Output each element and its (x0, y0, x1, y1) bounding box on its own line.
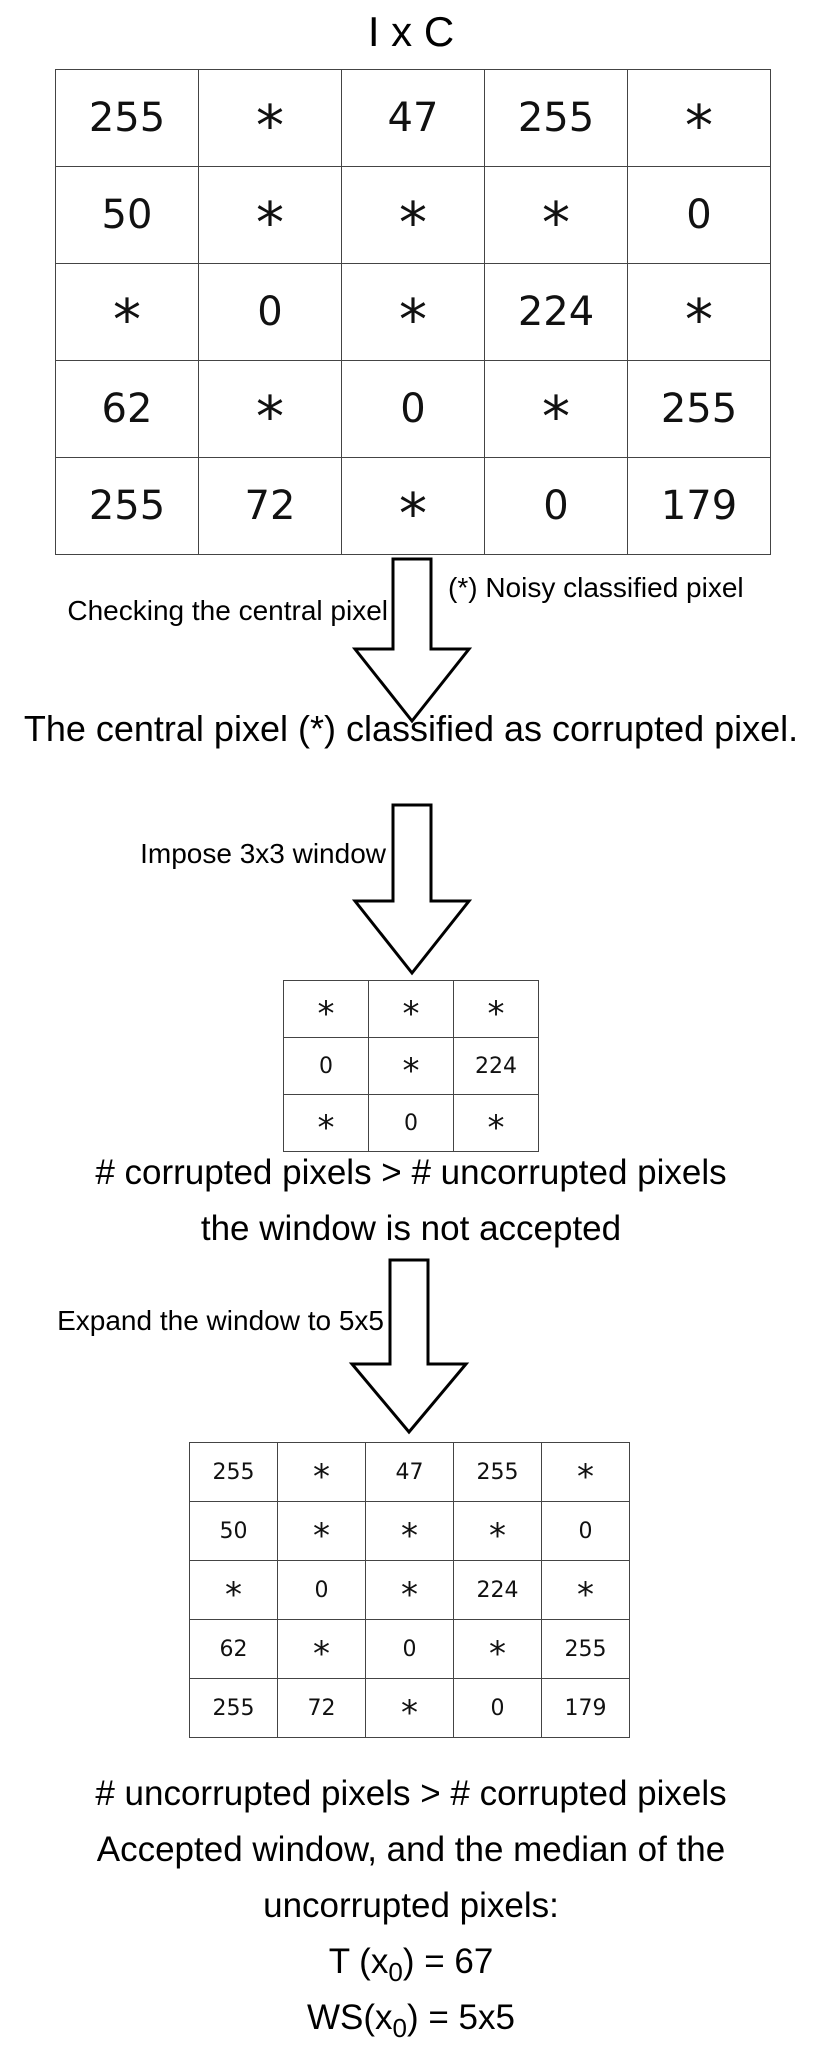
pixel-cell-noisy: * (484, 360, 628, 458)
window-cell: 255 (189, 1442, 278, 1502)
pixel-cell: 47 (341, 69, 485, 167)
matrix-row: *0*224* (189, 1560, 630, 1620)
pixel-cell: 0 (484, 457, 628, 555)
pixel-cell-noisy: * (198, 360, 342, 458)
comparison-not-accepted: # corrupted pixels > # uncorrupted pixel… (95, 1153, 727, 1192)
window-cell-noisy: * (283, 1094, 369, 1152)
pixel-cell: 179 (627, 457, 771, 555)
window-cell-noisy: * (453, 1094, 539, 1152)
pixel-cell: 255 (55, 457, 199, 555)
step-checking-label: Checking the central pixel (67, 595, 388, 626)
window-cell: 50 (189, 1501, 278, 1561)
pixel-cell: 255 (484, 69, 628, 167)
window-cell: 255 (541, 1619, 630, 1679)
window-cell-noisy: * (283, 980, 369, 1038)
matrix-row: *** (283, 980, 539, 1038)
pixel-cell: 0 (627, 166, 771, 264)
pixel-cell-noisy: * (484, 166, 628, 264)
pixel-cell: 0 (341, 360, 485, 458)
diagram-title: I x C (367, 8, 455, 55)
pixel-cell-noisy: * (627, 69, 771, 167)
step-impose-window-label: Impose 3x3 window (140, 838, 386, 869)
window-cell-noisy: * (368, 980, 454, 1038)
window-cell: 47 (365, 1442, 454, 1502)
window-cell: 0 (365, 1619, 454, 1679)
matrix-row: 62*0*255 (55, 360, 771, 458)
matrix-row: 50***0 (189, 1501, 630, 1561)
window-cell: 0 (283, 1037, 369, 1095)
window-cell: 0 (368, 1094, 454, 1152)
step-expand-window-label: Expand the window to 5x5 (57, 1305, 384, 1336)
comparison-accepted: # uncorrupted pixels > # corrupted pixel… (95, 1774, 727, 1813)
matrix-row: 50***0 (55, 166, 771, 264)
pixel-cell: 255 (627, 360, 771, 458)
arrow-down-icon (351, 557, 473, 724)
pixel-cell: 0 (198, 263, 342, 361)
window-cell: 0 (541, 1501, 630, 1561)
window-cell: 255 (453, 1442, 542, 1502)
pixel-cell-noisy: * (198, 166, 342, 264)
window-cell-noisy: * (453, 1619, 542, 1679)
window-cell: 179 (541, 1678, 630, 1738)
window-cell: 224 (453, 1560, 542, 1620)
window-cell-noisy: * (277, 1501, 366, 1561)
window-cell-noisy: * (368, 1037, 454, 1095)
pixel-cell: 62 (55, 360, 199, 458)
corrupted-classification-text: The central pixel (*) classified as corr… (23, 708, 799, 749)
pixel-cell: 50 (55, 166, 199, 264)
noisy-pixel-legend: (*) Noisy classified pixel (448, 572, 744, 603)
median-result: T (x0) = 67 (328, 1942, 494, 1987)
median-label: uncorrupted pixels: (263, 1886, 559, 1925)
matrix-row: *0*224* (55, 263, 771, 361)
window-cell-noisy: * (365, 1678, 454, 1738)
pixel-cell-noisy: * (198, 69, 342, 167)
window-cell-noisy: * (541, 1442, 630, 1502)
pixel-cell: 255 (55, 69, 199, 167)
matrix-row: 62*0*255 (189, 1619, 630, 1679)
window-cell-noisy: * (453, 980, 539, 1038)
window-accepted-text: Accepted window, and the median of the (96, 1830, 726, 1869)
matrix-row: *0* (283, 1094, 539, 1152)
pixel-cell: 224 (484, 263, 628, 361)
window-cell-noisy: * (365, 1560, 454, 1620)
pixel-cell-noisy: * (341, 263, 485, 361)
window-rejected-text: the window is not accepted (200, 1209, 622, 1248)
window-cell: 255 (189, 1678, 278, 1738)
pixel-cell: 72 (198, 457, 342, 555)
window-cell-noisy: * (277, 1619, 366, 1679)
window-size-result: WS(x0) = 5x5 (307, 1998, 515, 2043)
matrix-row: 0*224 (283, 1037, 539, 1095)
pixel-cell-noisy: * (341, 166, 485, 264)
pixel-cell-noisy: * (341, 457, 485, 555)
pixel-cell-noisy: * (55, 263, 199, 361)
arrow-down-icon (351, 803, 473, 976)
window-cell: 62 (189, 1619, 278, 1679)
window-cell-noisy: * (189, 1560, 278, 1620)
window-cell: 0 (453, 1678, 542, 1738)
window-3x3-matrix: ***0*224*0* (283, 980, 539, 1152)
window-cell: 0 (277, 1560, 366, 1620)
window-cell-noisy: * (541, 1560, 630, 1620)
window-cell-noisy: * (365, 1501, 454, 1561)
window-cell-noisy: * (277, 1442, 366, 1502)
window-cell: 224 (453, 1037, 539, 1095)
pixel-cell-noisy: * (627, 263, 771, 361)
arrow-down-icon (348, 1258, 470, 1435)
window-cell: 72 (277, 1678, 366, 1738)
window-cell-noisy: * (453, 1501, 542, 1561)
